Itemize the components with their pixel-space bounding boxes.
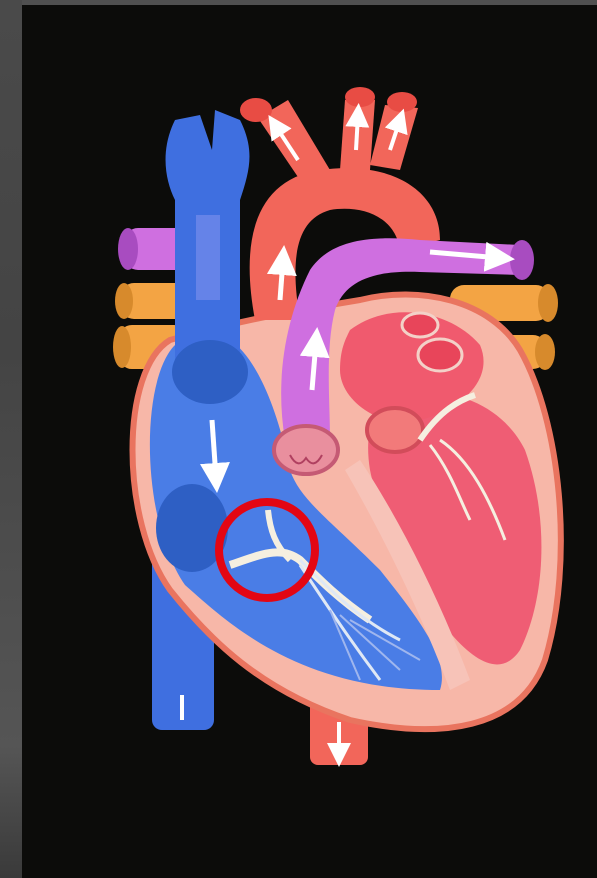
window-left-edge <box>0 0 22 878</box>
heart-diagram <box>22 5 597 878</box>
svc-opening <box>172 340 248 404</box>
image-canvas <box>22 5 597 878</box>
pulmonary-valve <box>274 426 338 474</box>
aortic-valve <box>367 408 423 452</box>
superior-vena-cava <box>166 110 250 360</box>
